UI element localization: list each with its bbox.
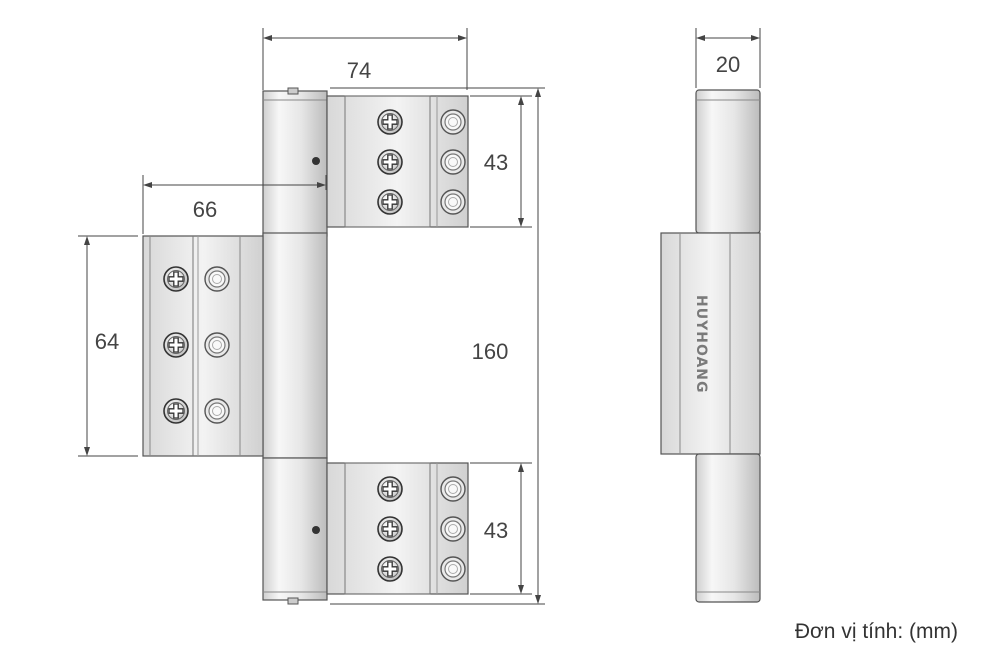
dim-top-width: 74 xyxy=(347,58,371,83)
brand-engraving: HUYHOANG xyxy=(693,295,709,394)
round-hole-icon xyxy=(440,516,466,542)
dim-total-height: 160 xyxy=(472,339,509,364)
phillips-screw-icon xyxy=(377,516,403,542)
front-barrel-lower xyxy=(262,457,328,605)
pin-icon xyxy=(312,526,320,534)
dim-side-width: 20 xyxy=(716,52,740,77)
round-hole-icon xyxy=(440,476,466,502)
phillips-screw-icon xyxy=(377,149,403,175)
dimension-lines xyxy=(78,28,761,605)
round-hole-icon xyxy=(440,149,466,175)
round-hole-icon xyxy=(440,189,466,215)
round-hole-icon xyxy=(204,266,230,292)
phillips-screw-icon xyxy=(377,109,403,135)
phillips-screw-icon xyxy=(377,476,403,502)
phillips-screw-icon xyxy=(163,398,189,424)
dimension-arrows xyxy=(84,35,760,604)
front-barrel-middle xyxy=(262,232,328,459)
round-hole-icon xyxy=(204,332,230,358)
round-hole-icon xyxy=(204,398,230,424)
phillips-screw-icon xyxy=(377,556,403,582)
dim-top-leaf-height: 43 xyxy=(484,150,508,175)
round-hole-icon xyxy=(440,556,466,582)
front-bottom-leaf xyxy=(326,462,469,595)
front-barrel-upper xyxy=(262,87,328,237)
front-left-leaf xyxy=(142,235,264,457)
front-top-leaf xyxy=(326,95,469,228)
dim-bottom-leaf-height: 43 xyxy=(484,518,508,543)
phillips-screw-icon xyxy=(163,266,189,292)
side-view: HUYHOANG xyxy=(660,89,761,603)
round-hole-icon xyxy=(440,109,466,135)
dim-left-leaf-height: 64 xyxy=(95,329,119,354)
pin-icon xyxy=(312,157,320,165)
phillips-screw-icon xyxy=(377,189,403,215)
dim-left-leaf-width: 66 xyxy=(193,197,217,222)
phillips-screw-icon xyxy=(163,332,189,358)
unit-note: Đơn vị tính: (mm) xyxy=(794,620,958,643)
